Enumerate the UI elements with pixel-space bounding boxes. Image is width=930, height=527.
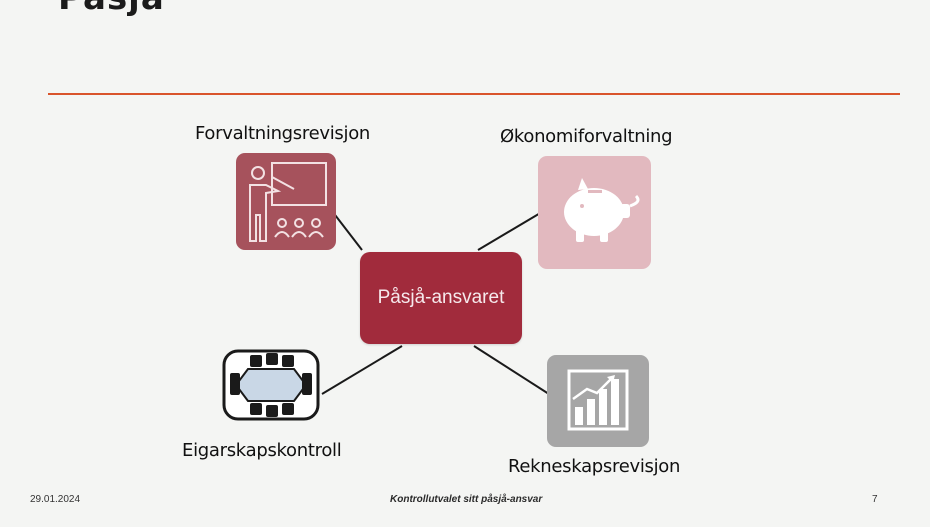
slide-title: Påsjå	[58, 0, 165, 18]
connector-okonomi	[477, 211, 543, 251]
label-rekneskapsrevisjon: Rekneskapsrevisjon	[508, 456, 681, 477]
label-okonomiforvaltning: Økonomiforvaltning	[500, 126, 673, 147]
title-rule	[48, 93, 900, 95]
footer-date: 29.01.2024	[30, 494, 81, 505]
footer-page-number: 7	[872, 494, 878, 505]
presentation-icon	[249, 162, 327, 242]
connector-eigarskap	[321, 345, 403, 395]
label-forvaltningsrevisjon: Forvaltningsrevisjon	[195, 123, 371, 144]
piggy-bank-icon	[564, 178, 640, 242]
eigarskap-tile	[218, 345, 324, 425]
footer-title: Kontrollutvalet sitt påsjå-ansvar	[390, 494, 543, 505]
connector-rekneskap	[473, 345, 553, 397]
forvaltning-tile	[236, 153, 336, 250]
okonomi-tile	[538, 156, 651, 269]
rekneskap-tile	[547, 355, 649, 447]
label-eigarskapskontroll: Eigarskapskontroll	[182, 440, 342, 461]
center-box-pasja-ansvaret: Påsjå-ansvaret	[360, 252, 522, 344]
meeting-table-icon	[222, 349, 320, 421]
bar-chart-icon	[567, 369, 629, 431]
